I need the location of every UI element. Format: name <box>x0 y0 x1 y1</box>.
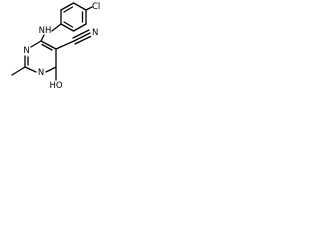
nitrile-bond <box>55 40 75 50</box>
pyrimidine-ring <box>24 40 57 73</box>
hydroxyl-label: HO <box>49 81 62 91</box>
bond <box>40 40 57 50</box>
methyl-bond <box>11 66 26 76</box>
nitrile-triple <box>74 35 92 45</box>
bond <box>72 2 87 11</box>
chlorophenyl-ring <box>60 2 87 32</box>
bond <box>40 34 45 42</box>
double-bond <box>63 21 74 28</box>
bond <box>60 23 75 32</box>
bond <box>60 2 75 11</box>
nitrile-triple <box>73 32 91 42</box>
double-bond <box>41 43 53 51</box>
bond <box>24 66 37 73</box>
chemical-structure-diagram: Cl NH N N N HO <box>11 2 100 91</box>
chlorine-label: Cl <box>92 2 100 12</box>
nitrile-triple <box>72 29 90 39</box>
ring-n-left-label: N <box>23 46 29 56</box>
bond <box>72 23 87 32</box>
double-bond <box>63 6 74 13</box>
bond <box>30 40 42 48</box>
nitrile-n-label: N <box>92 28 98 38</box>
bond <box>45 66 57 73</box>
bond <box>85 6 93 11</box>
bond <box>51 23 62 32</box>
ring-n-bottom-label: N <box>38 68 44 78</box>
amine-label: NH <box>39 26 52 36</box>
